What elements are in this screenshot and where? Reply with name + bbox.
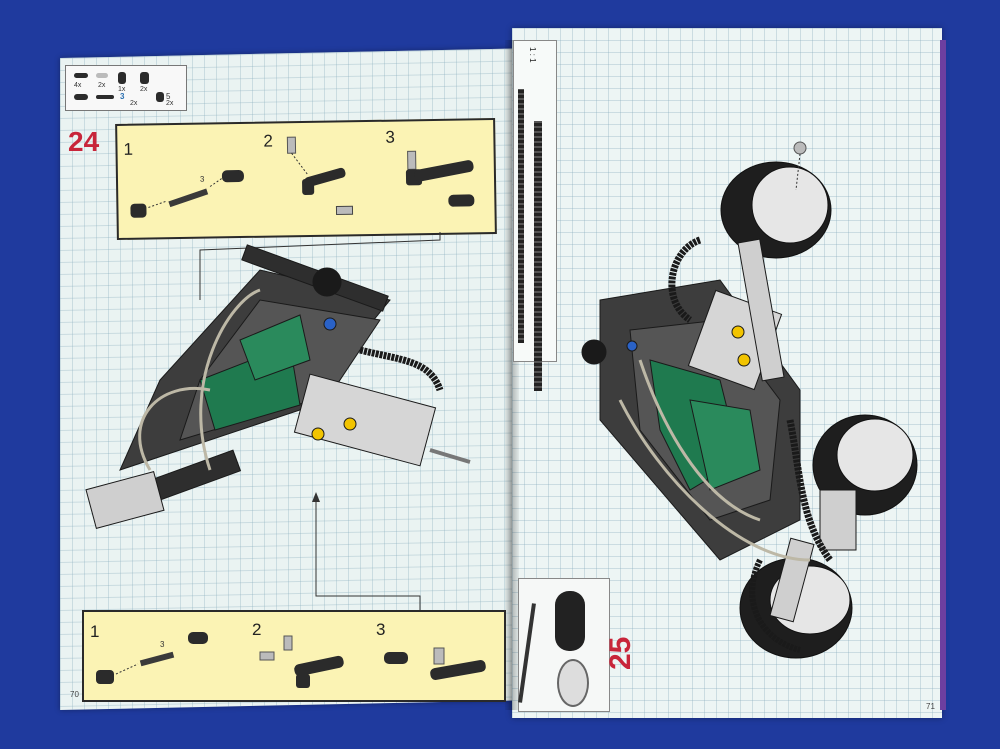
ruler-scale-short (534, 121, 542, 391)
tire-icon (555, 591, 585, 651)
bottom-axle-length-3-label: 3 (160, 640, 165, 649)
axle-part-icon-2 (96, 95, 114, 99)
right-page-number: 71 (926, 702, 935, 711)
axle-part-icon (74, 73, 88, 78)
step-number-24: 24 (68, 126, 100, 157)
parts-count-3: 1x (118, 86, 126, 93)
bottom-substep-1-label: 1 (90, 622, 100, 641)
axle-length-label-3: 3 (120, 92, 125, 101)
beam-part-icon (118, 72, 126, 84)
rim-icon (557, 659, 589, 707)
lever-part-icon (156, 92, 164, 102)
left-page-number: 70 (70, 690, 79, 699)
wheel-parts-inset (518, 578, 610, 712)
parts-count-1: 4x (74, 82, 82, 89)
parts-count-2: 2x (98, 82, 106, 89)
bottom-callout-parts-illustration (96, 632, 486, 688)
top-callout-parts-illustration (130, 136, 475, 218)
bottom-substep-3-label: 3 (376, 620, 386, 639)
connector-part-icon (140, 72, 149, 84)
parts-count-6: 2x (166, 100, 174, 107)
parts-list-box: 4x 2x 1x 2x 3 2x 5 2x (65, 65, 187, 111)
bush-part-icon (74, 94, 88, 100)
ruler-label: 1 : 1 (528, 47, 537, 63)
page-edge (940, 40, 946, 710)
pin-part-icon (96, 73, 108, 78)
axle-length-label-5: 5 (166, 92, 171, 101)
bottom-callout-box: 1 2 3 3 (82, 610, 506, 702)
top-callout-box: 1 2 3 3 (115, 118, 497, 240)
bottom-substep-2-label: 2 (252, 620, 262, 639)
parts-count-5: 2x (130, 100, 138, 107)
parts-count-4: 2x (140, 86, 148, 93)
ruler-scale-long (518, 89, 524, 343)
ruler-box: 1 : 1 (513, 40, 557, 391)
